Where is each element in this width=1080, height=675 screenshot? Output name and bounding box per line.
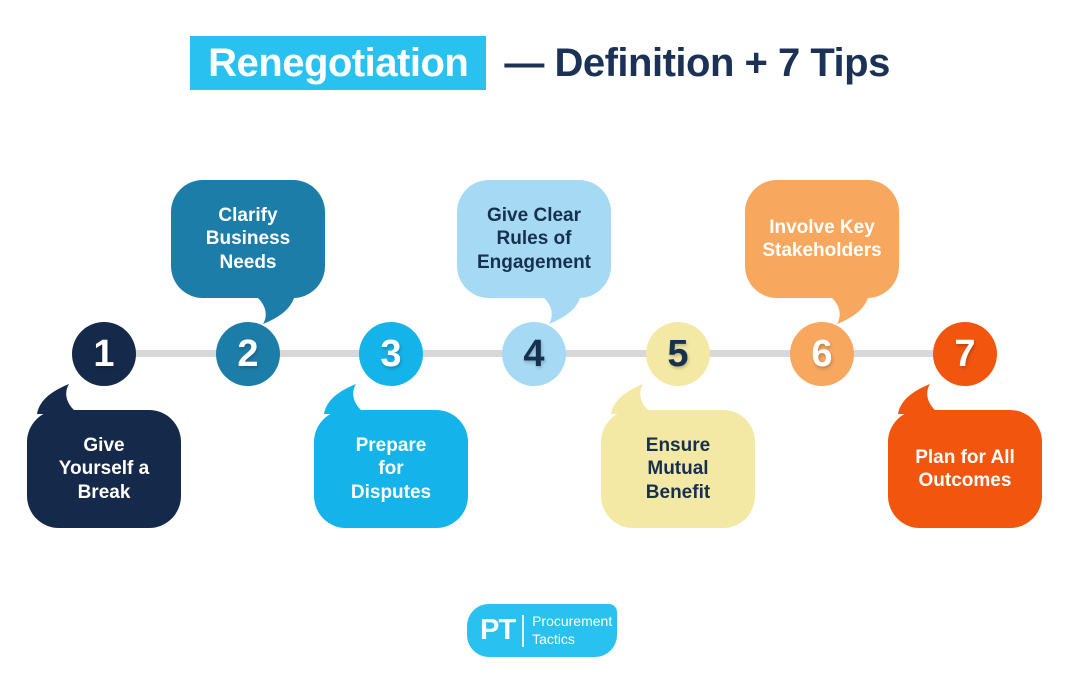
step-1-bubble: Give Yourself a Break <box>27 384 181 528</box>
step-1-bubble-label: Give Yourself a Break <box>58 435 150 503</box>
step-7-bubble-tail-icon <box>898 384 940 414</box>
step-4-number-circle: 4 <box>502 322 566 386</box>
step-4-number: 4 <box>523 332 545 375</box>
pt-logo-name-line1: Procurement <box>532 613 613 630</box>
step-6-number: 6 <box>811 332 833 375</box>
step-6-number-circle: 6 <box>790 322 854 386</box>
step-4-bubble: Give Clear Rules of Engagement <box>457 180 611 324</box>
step-7-bubble-label: Plan for All Outcomes <box>915 446 1015 491</box>
pt-logo-name: Procurement Tactics <box>532 613 612 647</box>
step-3-bubble-tail-icon <box>324 384 366 414</box>
step-2-number-circle: 2 <box>216 322 280 386</box>
step-7-number-circle: 7 <box>933 322 997 386</box>
step-5-bubble-tail-icon <box>611 384 653 414</box>
step-2-bubble-label: Clarify Business Needs <box>205 205 291 273</box>
step-6-bubble-label: Involve Key Stakeholders <box>762 216 882 261</box>
step-1-number: 1 <box>93 332 115 375</box>
step-4-bubble-tail-icon <box>539 294 581 324</box>
pt-logo-name-line2: Tactics <box>532 630 575 647</box>
pt-logo-initials: PT <box>480 614 516 646</box>
step-2-bubble-tail-icon <box>253 294 295 324</box>
title-highlight: Renegotiation <box>190 36 487 90</box>
step-3-number: 3 <box>380 332 402 375</box>
step-7-number: 7 <box>954 332 976 375</box>
step-1-bubble-tail-icon <box>37 384 79 414</box>
step-2-bubble: Clarify Business Needs <box>171 180 325 324</box>
step-2-number: 2 <box>237 332 259 375</box>
step-5-number-circle: 5 <box>646 322 710 386</box>
step-3-bubble: Prepare for Disputes <box>314 384 468 528</box>
step-1-number-circle: 1 <box>72 322 136 386</box>
step-3-bubble-label: Prepare for Disputes <box>350 435 432 503</box>
step-3-number-circle: 3 <box>359 322 423 386</box>
step-4-bubble-label: Give Clear Rules of Engagement <box>476 205 592 273</box>
step-5-bubble-label: Ensure Mutual Benefit <box>645 435 711 503</box>
step-5-number: 5 <box>667 332 689 375</box>
step-6-bubble-tail-icon <box>827 294 869 324</box>
pt-logo: PT Procurement Tactics <box>467 604 617 657</box>
step-6-bubble: Involve Key Stakeholders <box>745 180 899 324</box>
title-rest: — Definition + 7 Tips <box>504 40 890 85</box>
page-title: Renegotiation — Definition + 7 Tips <box>0 36 1080 90</box>
step-5-bubble: Ensure Mutual Benefit <box>601 384 755 528</box>
pt-logo-divider <box>522 614 525 647</box>
step-7-bubble: Plan for All Outcomes <box>888 384 1042 528</box>
